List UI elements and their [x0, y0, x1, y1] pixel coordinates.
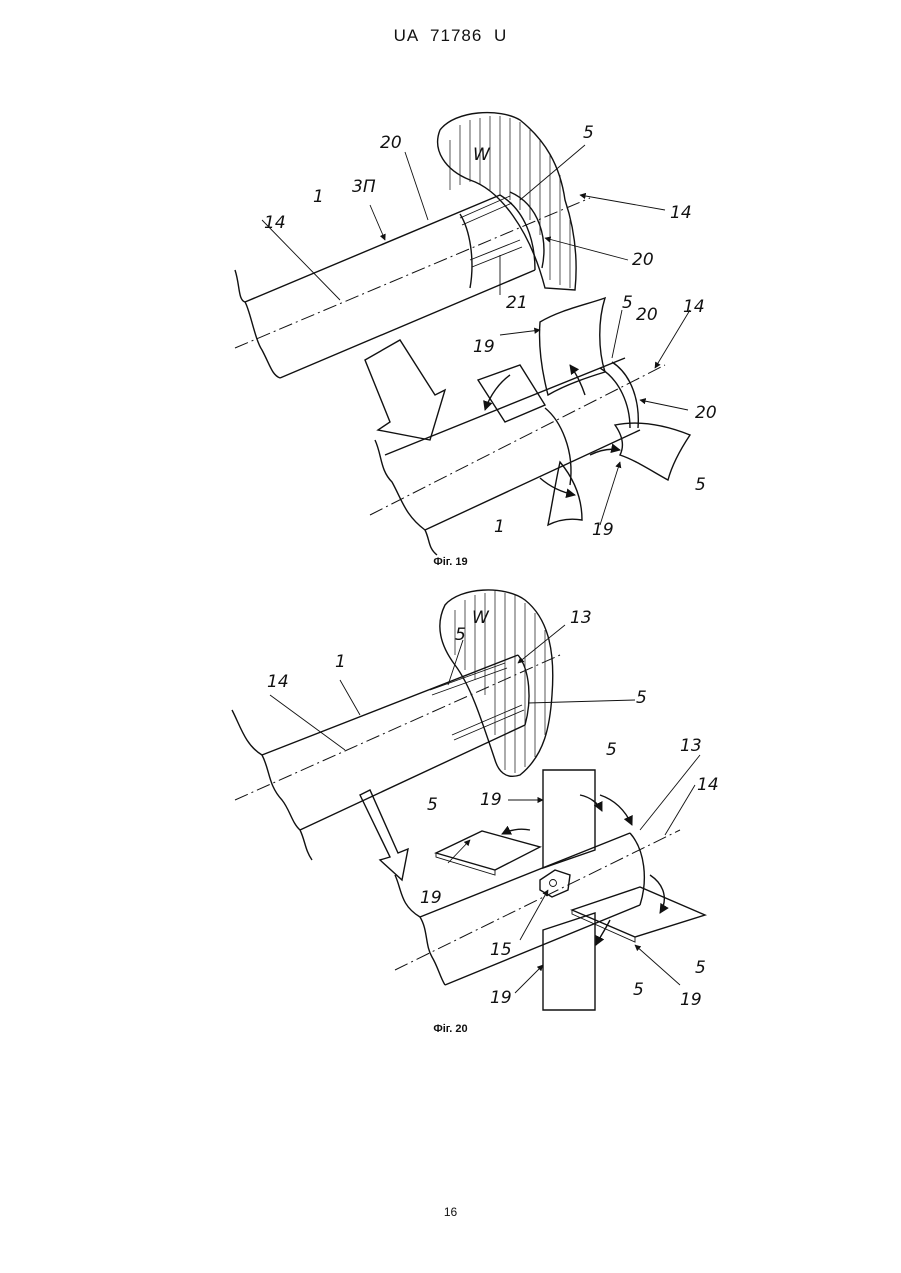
fig20-label-5e: 5 [695, 958, 706, 978]
fig20-label-19c: 19 [490, 988, 512, 1008]
fig20-label-5a: 5 [455, 625, 466, 645]
fig19-label-14a: 14 [264, 213, 286, 233]
figure-19-caption: Фіг. 19 [0, 556, 901, 568]
figure-20-drawing: W 5 13 1 14 5 5 13 14 19 5 19 15 5 19 5 … [0, 585, 901, 1045]
leader-lines [262, 145, 690, 525]
fig20-label-w: W [472, 608, 490, 628]
transition-arrow [360, 790, 408, 880]
fig20-label-5f: 5 [633, 980, 644, 1000]
fig19-label-19b: 19 [592, 520, 614, 540]
fig20-label-14a: 14 [267, 672, 289, 692]
fig20-label-13a: 13 [570, 608, 592, 628]
upper-pipe [235, 192, 590, 378]
page-number: 16 [0, 1205, 901, 1219]
fig19-label-w: W [473, 145, 491, 165]
fig19-label-1b: 1 [494, 517, 505, 537]
fig20-label-1: 1 [335, 652, 346, 672]
transition-arrow [365, 340, 445, 440]
fig19-label-21: 21 [506, 293, 528, 313]
fig19-label-20c: 20 [636, 305, 658, 325]
wall-hatched-area [438, 113, 576, 290]
fig20-label-5d: 5 [427, 795, 438, 815]
fig19-label-19a: 19 [473, 337, 495, 357]
figure-19: W 20 5 3П 1 14 14 20 21 5 20 14 19 20 5 … [0, 110, 901, 570]
fig19-label-1a: 1 [313, 187, 324, 207]
figure-20: W 5 13 1 14 5 5 13 14 19 5 19 15 5 19 5 … [0, 585, 901, 1045]
fig19-label-14c: 14 [683, 297, 705, 317]
figure-19-drawing: W 20 5 3П 1 14 14 20 21 5 20 14 19 20 5 … [0, 110, 901, 570]
fig20-label-5c: 5 [606, 740, 617, 760]
figure-20-caption: Фіг. 20 [0, 1023, 901, 1035]
lower-pipe [370, 298, 690, 555]
fig19-label-20a: 20 [380, 133, 402, 153]
fig20-label-19a: 19 [480, 790, 502, 810]
fig20-label-13b: 13 [680, 736, 702, 756]
fig20-label-14b: 14 [697, 775, 719, 795]
fig20-label-5b: 5 [636, 688, 647, 708]
fig19-label-5c: 5 [695, 475, 706, 495]
fig20-label-15: 15 [490, 940, 512, 960]
fig19-label-14b: 14 [670, 203, 692, 223]
fig19-label-20d: 20 [695, 403, 717, 423]
fig19-label-5a: 5 [583, 123, 594, 143]
document-number: UA 71786 U [0, 26, 901, 46]
fig19-label-5b: 5 [622, 293, 633, 313]
fig19-label-20b: 20 [632, 250, 654, 270]
fig20-label-19b: 19 [420, 888, 442, 908]
wall-hatched-area [440, 590, 553, 776]
fig19-label-3p: 3П [352, 177, 376, 197]
fig20-label-19d: 19 [680, 990, 702, 1010]
